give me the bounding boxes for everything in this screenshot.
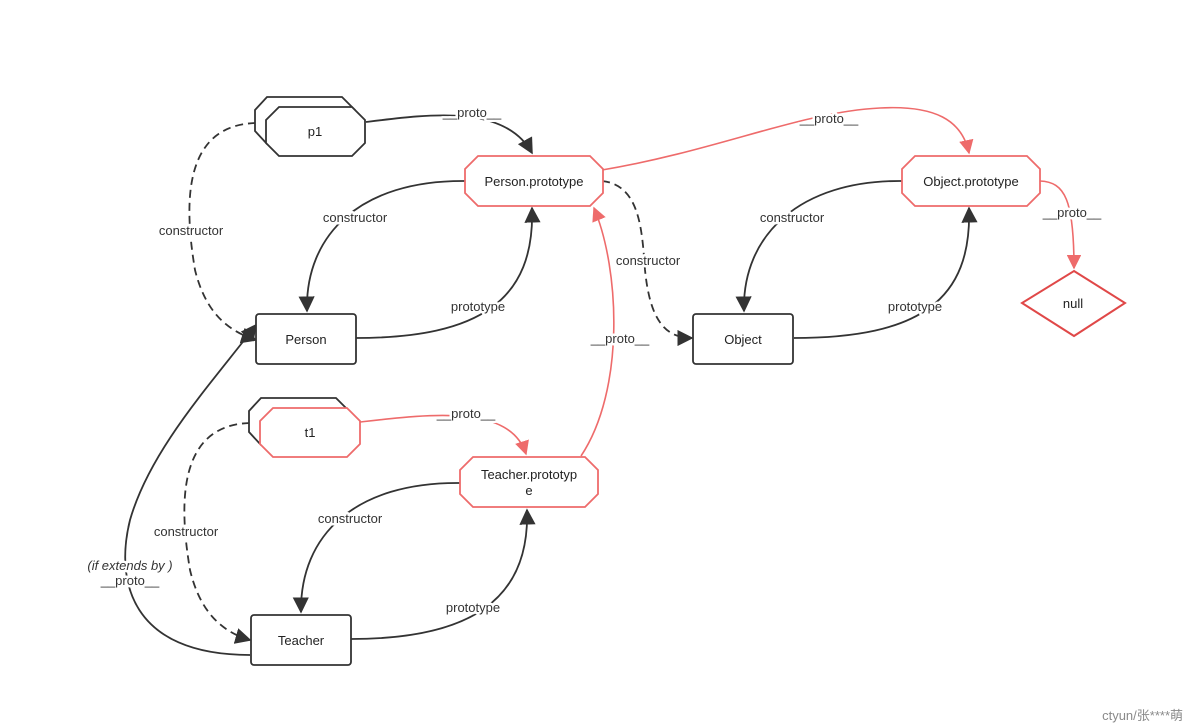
edge-t1-proto [359,414,529,456]
node-p1: p1 [254,96,366,157]
node-object-prototype-label: Object.prototype [923,174,1018,189]
label-p1-proto: __proto__ [442,105,502,120]
edge-person-prototype [355,206,541,339]
node-p1-label: p1 [308,124,322,139]
watermark: ctyun/张****萌 [1102,708,1183,723]
node-person-label: Person [285,332,326,347]
label-personproto-objectproto: __proto__ [799,111,859,126]
edge-t1-constructor [183,422,252,644]
label-person-constructor: constructor [323,210,388,225]
label-teacher-constructor: constructor [318,511,383,526]
edge-p1-proto [365,114,533,155]
label-person-prototype: prototype [451,299,505,314]
label-teacherproto-personproto: __proto__ [590,331,650,346]
edge-teacher-constructor [292,482,461,614]
node-person-prototype: Person.prototype [464,155,604,207]
label-objectproto-null: __proto__ [1042,205,1102,220]
edge-teacher-person-extends [124,323,257,656]
edge-p1-constructor [188,122,258,344]
node-null: null [1020,269,1127,338]
label-extends-proto: __proto__ [100,573,160,588]
edge-personproto-object-constructor [601,180,694,347]
edge-teacherproto-personproto [580,206,615,457]
label-extends-note: (if extends by ) [87,558,172,573]
node-t1-label: t1 [305,425,316,440]
node-person-prototype-label: Person.prototype [484,174,583,189]
node-t1: t1 [248,397,361,458]
label-teacher-prototype: prototype [446,600,500,615]
node-teacher: Teacher [250,614,352,666]
edge-person-constructor [298,180,466,313]
label-object-constructor: constructor [760,210,825,225]
edge-teacher-prototype [350,508,536,640]
edge-personproto-objectproto [601,106,974,171]
label-object-prototype: prototype [888,299,942,314]
node-teacher-prototype-label-line2: e [525,483,532,498]
label-t1-constructor: constructor [154,524,219,539]
node-object-label: Object [724,332,762,347]
label-personproto-object-constructor: constructor [616,253,681,268]
edge-object-prototype [793,206,978,339]
node-object: Object [692,313,794,365]
node-person: Person [255,313,357,365]
node-null-label: null [1063,296,1083,311]
node-object-prototype: Object.prototype [901,155,1041,207]
node-teacher-prototype: Teacher.prototyp e [459,456,599,508]
node-teacher-label: Teacher [278,633,325,648]
edge-object-constructor [735,180,903,313]
label-p1-constructor: constructor [159,223,224,238]
node-teacher-prototype-label-line1: Teacher.prototyp [481,467,577,482]
label-t1-proto: __proto__ [436,406,496,421]
edge-objectproto-null [1039,180,1082,270]
